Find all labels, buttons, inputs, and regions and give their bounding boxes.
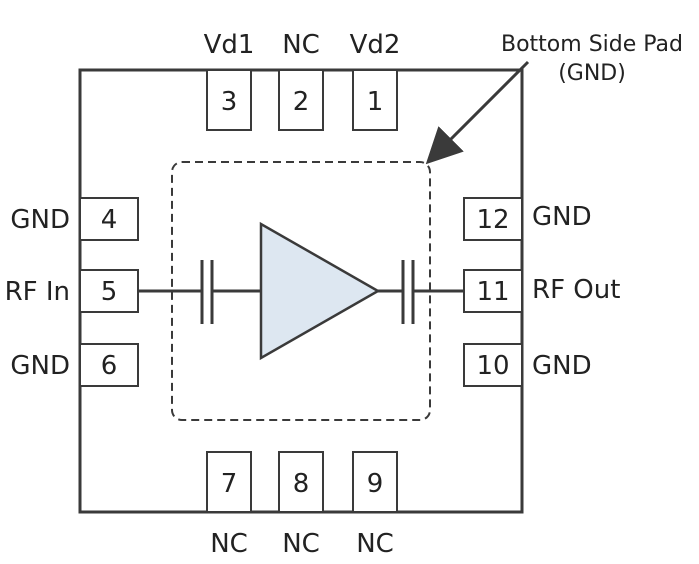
pin-number: 8: [293, 469, 310, 499]
pin-pad: [352, 451, 398, 513]
pin-6: 6 GND: [10, 343, 139, 387]
pin-label: GND: [10, 205, 70, 235]
pin-1: 1 Vd2: [350, 30, 401, 131]
pin-pad: [206, 451, 252, 513]
pin-number: 1: [367, 87, 384, 117]
pin-9: 9 NC: [352, 451, 398, 559]
pin-11: 11 RF Out: [463, 269, 620, 313]
pin-number: 7: [221, 469, 238, 499]
amplifier-triangle: [259, 221, 381, 361]
pin-label: NC: [282, 30, 320, 60]
pin-label: NC: [282, 529, 320, 559]
pin-label: NC: [356, 529, 394, 559]
pin-pad: [278, 69, 324, 131]
pin-label: GND: [10, 351, 70, 381]
pin-number: 10: [476, 351, 509, 381]
pin-2: 2 NC: [278, 30, 324, 131]
pin-label: GND: [532, 202, 592, 232]
pin-8: 8 NC: [278, 451, 324, 559]
pin-pad: [352, 69, 398, 131]
pin-number: 5: [101, 277, 118, 307]
pin-pad: [79, 343, 139, 387]
pin-12: 12 GND: [463, 197, 592, 241]
pin-label: Vd1: [204, 30, 255, 60]
pin-pad: [79, 197, 139, 241]
pin-pad: [463, 197, 523, 241]
pin-4: 4 GND: [10, 197, 139, 241]
pin-10: 10 GND: [463, 343, 592, 387]
pin-pad: [206, 69, 252, 131]
pin-3: 3 Vd1: [204, 30, 255, 131]
pin-label: RF Out: [532, 275, 620, 305]
pin-number: 2: [293, 87, 310, 117]
pin-number: 11: [476, 277, 509, 307]
pin-number: 3: [221, 87, 238, 117]
pin-label: GND: [532, 351, 592, 381]
pin-pad: [463, 343, 523, 387]
pin-number: 4: [101, 205, 118, 235]
pin-number: 12: [476, 205, 509, 235]
pad-label-line1: Bottom Side Pad: [501, 32, 683, 57]
pad-pointer-arrow: [425, 60, 530, 165]
pin-label: NC: [210, 529, 248, 559]
bottom-side-pad: [171, 161, 431, 421]
pad-label-line2: (GND): [558, 61, 626, 86]
pin-5: 5 RF In: [5, 269, 139, 313]
pin-label: RF In: [5, 277, 70, 307]
pin-label: Vd2: [350, 30, 401, 60]
pin-number: 6: [101, 351, 118, 381]
pin-number: 9: [367, 469, 384, 499]
pin-pad: [463, 269, 523, 313]
pin-7: 7 NC: [206, 451, 252, 559]
pin-pad: [278, 451, 324, 513]
